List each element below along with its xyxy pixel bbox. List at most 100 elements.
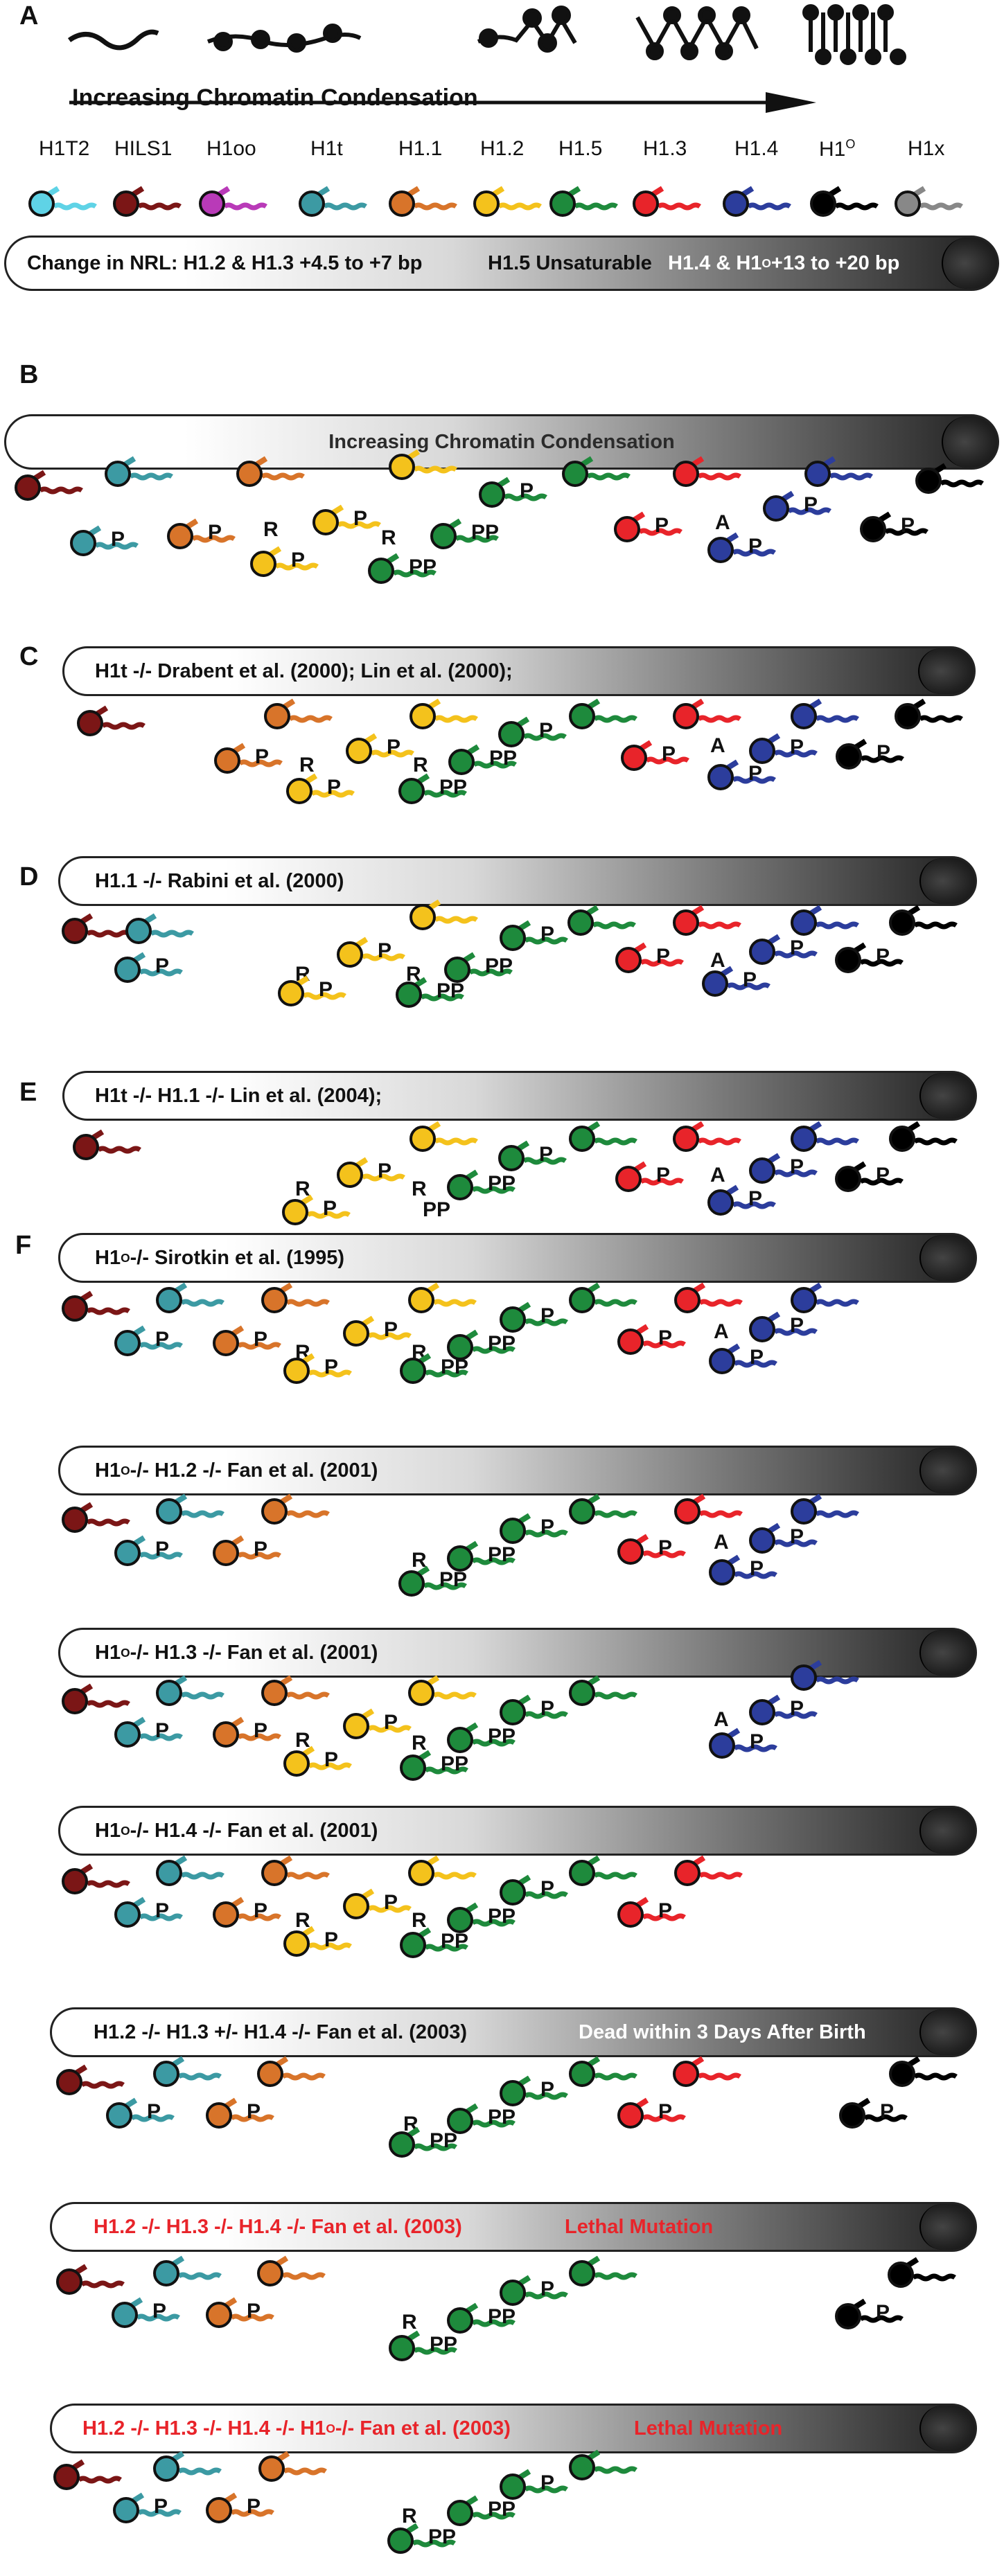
histone-h1-4-icon [709, 1343, 777, 1374]
histone-h1-1-icon [206, 2297, 274, 2328]
histone-h1-3-icon [633, 186, 701, 217]
histone-hils1-icon [56, 2064, 125, 2095]
histone-h1-4-icon [707, 1184, 776, 1216]
histone-h1-1-icon [214, 743, 283, 774]
histone-h1-5-icon [447, 2302, 516, 2334]
histone-h1-3-icon [674, 1855, 743, 1886]
modification-mark: P [378, 939, 392, 962]
histone-h1-3-icon [617, 2097, 686, 2129]
modification-mark: P [540, 1516, 555, 1538]
histone-h1t-icon [114, 952, 183, 983]
histone-h1o-icon [839, 2097, 908, 2129]
histone-h1-1-icon [261, 1282, 330, 1313]
modification-mark: P [152, 2300, 167, 2322]
modification-mark: P [540, 2277, 555, 2300]
histone-h1o-icon [889, 905, 958, 936]
histone-h1o-icon [835, 1161, 904, 1192]
histone-h1-5-icon [569, 1493, 637, 1525]
modification-mark: P [804, 493, 818, 516]
modification-mark: P [384, 1318, 398, 1341]
bar-e-label: H1t -/- H1.1 -/- Lin et al. (2004); [95, 1084, 382, 1107]
histone-h1-3-icon [673, 456, 741, 487]
histone-h1-2-icon [343, 1315, 412, 1347]
modification-mark: P [247, 2300, 261, 2322]
histone-h1-3-icon [615, 1161, 684, 1192]
histone-h1-5-icon [448, 744, 517, 775]
histone-h1-5-icon [500, 920, 568, 951]
modification-mark: PP [430, 2333, 458, 2356]
bar-f5-note: Dead within 3 Days After Birth [579, 2020, 866, 2043]
nrl-text-h12-h13: Change in NRL: H1.2 & H1.3 +4.5 to +7 bp [27, 251, 423, 274]
histone-h1-5-icon [447, 2103, 516, 2134]
bar-end-cap [942, 416, 997, 468]
histone-h1o-icon [835, 942, 904, 973]
histone-h1-1-icon [261, 1493, 330, 1525]
histone-h1-5-icon [389, 2330, 457, 2361]
modification-mark: P [748, 762, 763, 785]
histone-h1-4-icon [749, 934, 818, 965]
modification-mark: P [323, 1197, 337, 1220]
modification-mark: P [743, 968, 757, 991]
modification-mark: P [750, 1730, 764, 1753]
modification-mark: P [750, 1557, 764, 1580]
histone-h1o-icon [889, 2056, 958, 2087]
modification-mark: P [291, 549, 306, 571]
panel-label-b: B [19, 360, 39, 389]
histone-h1-2-icon [337, 936, 405, 968]
modification-mark: P [353, 507, 368, 530]
modification-mark: P [324, 1748, 339, 1771]
bar-b-label: Increasing Chromatin Condensation [328, 430, 675, 453]
histone-h1-5-icon [400, 1750, 468, 1781]
histone-h1o-icon [895, 698, 963, 729]
modification-mark: R [412, 1178, 427, 1200]
modification-mark: PP [471, 521, 500, 544]
modification-mark: P [520, 479, 534, 502]
modification-mark: P [790, 1155, 804, 1178]
modification-mark: PP [488, 1332, 516, 1355]
histone-hils1-icon [113, 186, 182, 217]
histone-h1-1-icon [236, 456, 305, 487]
modification-mark: P [539, 1143, 554, 1166]
histone-h1-2-icon [283, 1746, 352, 1777]
bar-f6-note: Lethal Mutation [565, 2215, 714, 2238]
histone-hils1-icon [62, 1683, 130, 1714]
histone-h1-3-icon [674, 1282, 743, 1313]
histone-h1-5-icon [500, 1302, 568, 1333]
modification-mark: P [154, 2495, 168, 2518]
modification-mark: PP [409, 556, 437, 578]
histone-h1o-icon [888, 2257, 956, 2288]
histone-h1-1-icon [206, 2097, 274, 2129]
histone-h1x-icon [895, 186, 963, 217]
modification-mark: PP [489, 747, 518, 770]
modification-mark: PP [441, 1356, 469, 1378]
bar-triple-knockout: H1.2 -/- H1.3 -/- H1.4 -/- Fan et al. (2… [50, 2202, 977, 2252]
histone-h1t-icon [113, 2492, 182, 2523]
histone-h1-4-icon [707, 532, 776, 563]
histone-h1-5-icon [500, 2075, 568, 2106]
histone-h1-3-icon [673, 2056, 741, 2087]
panel-label-d: D [19, 862, 39, 891]
modification-mark: P [901, 514, 915, 537]
histone-h1-5-icon [569, 1121, 637, 1152]
modification-mark: P [540, 1697, 555, 1720]
modification-mark: P [790, 1697, 804, 1720]
histone-hils1-icon [15, 470, 83, 501]
histone-h1t-icon [153, 2056, 222, 2087]
histone-h1-5-icon [500, 1513, 568, 1544]
histone-h1o-icon [889, 1121, 958, 1152]
histone-h1t-icon [156, 1282, 224, 1313]
condensation-arrow-label: Increasing Chromatin Condensation [72, 85, 478, 111]
bar-end-cap [919, 2009, 975, 2055]
histone-h1-5-icon [569, 698, 637, 729]
panel-label-a: A [19, 1, 39, 30]
histone-h1o-icon [836, 738, 904, 770]
histone-h1-4-icon [709, 1727, 777, 1759]
condensation-arrow-icon [69, 92, 816, 113]
modification-mark: P [155, 1719, 170, 1742]
histone-h1t-icon [156, 1855, 224, 1886]
histone-hils1-icon [62, 1502, 130, 1533]
